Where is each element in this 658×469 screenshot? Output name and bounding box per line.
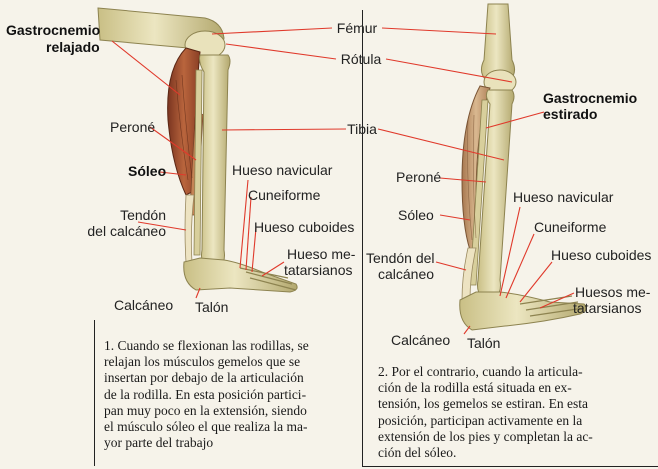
label-gastrocnemio-relajado-line1: Gastrocnemio xyxy=(6,22,100,38)
label-rotula: Rótula xyxy=(337,51,385,67)
left-leg xyxy=(98,8,297,292)
caption-right-line: 2. Por el contrario, cuando la articula- xyxy=(378,364,650,380)
label-femur: Fémur xyxy=(335,20,379,36)
caption-right-line: ción de la rodilla está situada en ex- xyxy=(378,380,650,396)
label-right-navicular: Hueso navicular xyxy=(513,189,613,205)
left-panel-border xyxy=(94,320,95,466)
label-left-cuboides: Hueso cuboides xyxy=(254,219,354,235)
label-left-cuneiforme: Cuneiforme xyxy=(248,187,320,203)
label-left-navicular: Hueso navicular xyxy=(232,162,332,178)
label-right-cuneiforme: Cuneiforme xyxy=(534,219,606,235)
label-tibia: Tibia xyxy=(346,121,378,137)
label-left-metatarsianos-line2: tatarsianos xyxy=(284,262,352,278)
label-right-perone: Peroné xyxy=(396,169,441,185)
label-right-metatarsianos-line2: tatarsianos xyxy=(573,300,641,316)
label-left-tendon-line1: Tendón xyxy=(88,207,166,223)
label-left-perone: Peroné xyxy=(110,119,155,135)
label-gastrocnemio-estirado-line1: Gastrocnemio xyxy=(543,90,637,106)
caption-left: 1. Cuando se flexionan las rodillas, se … xyxy=(104,338,356,451)
label-gastrocnemio-relajado-line2: relajado xyxy=(46,39,100,55)
right-leg xyxy=(460,4,587,330)
caption-right-line: ción del sóleo. xyxy=(378,445,650,461)
label-left-soleo: Sóleo xyxy=(128,163,166,179)
caption-right: 2. Por el contrario, cuando la articula-… xyxy=(378,364,650,461)
label-right-talon: Talón xyxy=(467,335,500,351)
caption-left-line: de la rodilla. En esta posición partici- xyxy=(104,387,356,403)
caption-left-line: el músculo sóleo el que realiza la ma- xyxy=(104,419,356,435)
label-right-soleo: Sóleo xyxy=(398,207,434,223)
label-right-tendon-line2: calcáneo xyxy=(378,266,434,282)
caption-right-line: tensión, los gemelos se estiran. En esta xyxy=(378,396,650,412)
label-left-calcaneo: Calcáneo xyxy=(114,297,173,313)
caption-left-line: yor parte del trabajo xyxy=(104,435,356,451)
label-gastrocnemio-estirado-line2: estirado xyxy=(543,106,597,122)
label-left-tendon-line2: del calcáneo xyxy=(70,223,166,239)
caption-left-line: 1. Cuando se flexionan las rodillas, se xyxy=(104,338,356,354)
label-left-metatarsianos-line1: Hueso me- xyxy=(287,246,355,262)
left-tibia xyxy=(200,55,231,266)
label-right-metatarsianos-line1: Huesos me- xyxy=(575,284,650,300)
label-left-talon: Talón xyxy=(195,299,228,315)
right-panel-bottom xyxy=(362,466,658,467)
caption-right-line: extensión de los pies y completan la ac- xyxy=(378,429,650,445)
caption-left-line: insertan por debajo de la articulación xyxy=(104,370,356,386)
label-right-calcaneo: Calcáneo xyxy=(391,332,450,348)
label-right-tendon-line1: Tendón del xyxy=(366,250,435,266)
caption-right-line: posición, participan activamente en la xyxy=(378,413,650,429)
left-achilles-tendon xyxy=(185,195,194,262)
right-femur xyxy=(481,4,514,80)
caption-left-line: relajan los músculos gemelos que se xyxy=(104,354,356,370)
caption-left-line: pan muy poco en la extensión, siendo xyxy=(104,403,356,419)
center-divider xyxy=(362,10,363,466)
label-right-cuboides: Hueso cuboides xyxy=(551,247,651,263)
